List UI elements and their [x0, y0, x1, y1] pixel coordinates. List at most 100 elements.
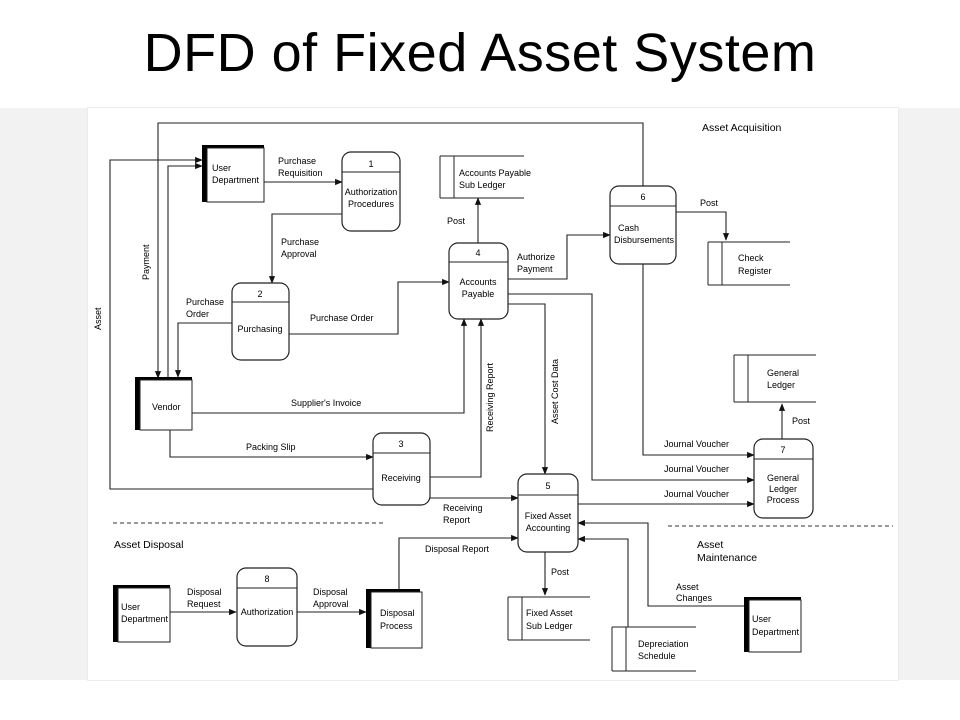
label-asset-changes-1: Asset [676, 582, 699, 592]
process-8: 8 Authorization [236, 567, 298, 647]
entity-user-department-top-label-2: Department [212, 175, 260, 185]
process-3: 3 Receiving [372, 432, 431, 506]
label-purchase-order-left-2: Order [186, 309, 209, 319]
process-7-number: 7 [780, 445, 785, 455]
flow-disposal-report [398, 534, 519, 589]
label-disposal-approval-1: Disposal [313, 587, 348, 597]
label-journal-voucher-2: Journal Voucher [664, 464, 729, 474]
label-post-ap: Post [447, 216, 466, 226]
store-fixed-asset-sub-ledger: Fixed Asset Sub Ledger [507, 596, 590, 641]
process-7-label-2: Ledger [769, 484, 797, 494]
label-disposal-report: Disposal Report [425, 544, 490, 554]
section-label-maintenance-1: Asset [697, 539, 723, 551]
process-disposal-label-1: Disposal [380, 608, 415, 618]
store-depreciation-schedule: Depreciation Schedule [611, 626, 696, 672]
label-payment: Payment [141, 244, 151, 280]
process-5-number: 5 [545, 481, 550, 491]
section-label-disposal: Asset Disposal [114, 539, 183, 551]
label-purchase-approval-1: Purchase [281, 237, 319, 247]
label-receiving-report-1: Receiving [443, 503, 483, 513]
flow-packing-slip [169, 430, 374, 461]
process-7-label-1: General [767, 473, 799, 483]
process-2: 2 Purchasing [231, 282, 290, 361]
flow-depreciation [577, 535, 629, 627]
entity-user-department-top: User Department [202, 145, 265, 203]
process-1-label-2: Procedures [348, 199, 395, 209]
process-disposal: Disposal Process [366, 589, 423, 649]
flow-cash-to-vendor [154, 122, 644, 379]
label-disposal-request-1: Disposal [187, 587, 222, 597]
label-asset: Asset [93, 307, 103, 330]
flow-purchase-order-ap [289, 278, 450, 335]
flow-asset-cost-data [508, 303, 549, 475]
process-3-number: 3 [398, 439, 403, 449]
flow-asset-changes [577, 519, 744, 607]
flow-authorize-payment [508, 231, 611, 280]
store-check-register: Check Register [707, 241, 790, 286]
process-6-label-1: Cash [618, 223, 639, 233]
store-accounts-payable-sub-ledger: Accounts Payable Sub Ledger [439, 155, 531, 199]
label-asset-changes-2: Changes [676, 593, 713, 603]
process-4-label-1: Accounts [459, 277, 497, 287]
store-fa-label-2: Sub Ledger [526, 621, 573, 631]
process-7-label-3: Process [767, 495, 800, 505]
label-purchase-requisition-1: Purchase [278, 156, 316, 166]
store-fa-label-1: Fixed Asset [526, 608, 573, 618]
entity-vendor: Vendor [135, 377, 193, 431]
process-8-label-1: Authorization [241, 607, 294, 617]
section-label-acquisition: Asset Acquisition [702, 122, 782, 134]
label-post-gl: Post [792, 416, 811, 426]
flow-purchase-order-vendor [174, 322, 232, 378]
label-receiving-report-2: Report [443, 515, 471, 525]
label-authorize-payment-1: Authorize [517, 252, 555, 262]
entity-user-department-maintenance-label-1: User [752, 614, 771, 624]
label-purchase-order-left-1: Purchase [186, 297, 224, 307]
entity-user-department-disposal-label-1: User [121, 602, 140, 612]
store-general-ledger: General Ledger [733, 354, 816, 403]
label-purchase-order: Purchase Order [310, 313, 374, 323]
process-5-label-1: Fixed Asset [525, 511, 572, 521]
entity-user-department-maintenance: User Department [744, 597, 802, 653]
label-post-cash: Post [700, 198, 719, 208]
flow-suppliers-invoice [192, 318, 468, 414]
process-2-number: 2 [257, 289, 262, 299]
store-gl-label-2: Ledger [767, 380, 795, 390]
entity-user-department-disposal-label-2: Department [121, 614, 169, 624]
store-dep-label-1: Depreciation [638, 639, 689, 649]
process-1-label-1: Authorization [345, 187, 398, 197]
label-journal-voucher-3: Journal Voucher [664, 489, 729, 499]
slide-background-right [898, 108, 960, 680]
store-check-label-1: Check [738, 253, 764, 263]
slide-background-left [0, 108, 88, 680]
process-8-number: 8 [264, 574, 269, 584]
entity-user-department-maintenance-label-2: Department [752, 627, 800, 637]
label-purchase-approval-2: Approval [281, 249, 317, 259]
store-ap-label-1: Accounts Payable [459, 168, 531, 178]
store-dep-label-2: Schedule [638, 651, 676, 661]
process-6-label-2: Disbursements [614, 235, 675, 245]
process-1: 1 Authorization Procedures [341, 151, 401, 232]
label-authorize-payment-2: Payment [517, 264, 553, 274]
entity-user-department-disposal: User Department [113, 585, 171, 643]
flow-asset [109, 156, 373, 490]
flow-journal-voucher-2 [508, 293, 755, 484]
process-4-number: 4 [475, 248, 480, 258]
process-6-number: 6 [640, 192, 645, 202]
process-5: 5 Fixed Asset Accounting [517, 473, 579, 553]
label-journal-voucher-1: Journal Voucher [664, 439, 729, 449]
label-suppliers-invoice: Supplier's Invoice [291, 398, 361, 408]
label-disposal-request-2: Request [187, 599, 221, 609]
process-4-label-2: Payable [462, 289, 495, 299]
entity-vendor-label: Vendor [152, 402, 181, 412]
section-label-maintenance-2: Maintenance [697, 552, 757, 564]
process-1-number: 1 [368, 159, 373, 169]
process-6: 6 Cash Disbursements [609, 185, 677, 265]
flow-payment [167, 162, 203, 378]
label-disposal-approval-2: Approval [313, 599, 349, 609]
flow-receiving-report-ap [430, 318, 485, 478]
process-3-label-1: Receiving [381, 473, 421, 483]
diagram-panel [88, 108, 898, 680]
label-packing-slip: Packing Slip [246, 442, 296, 452]
flow-journal-voucher-1 [642, 264, 755, 459]
label-asset-cost-data: Asset Cost Data [550, 359, 560, 424]
